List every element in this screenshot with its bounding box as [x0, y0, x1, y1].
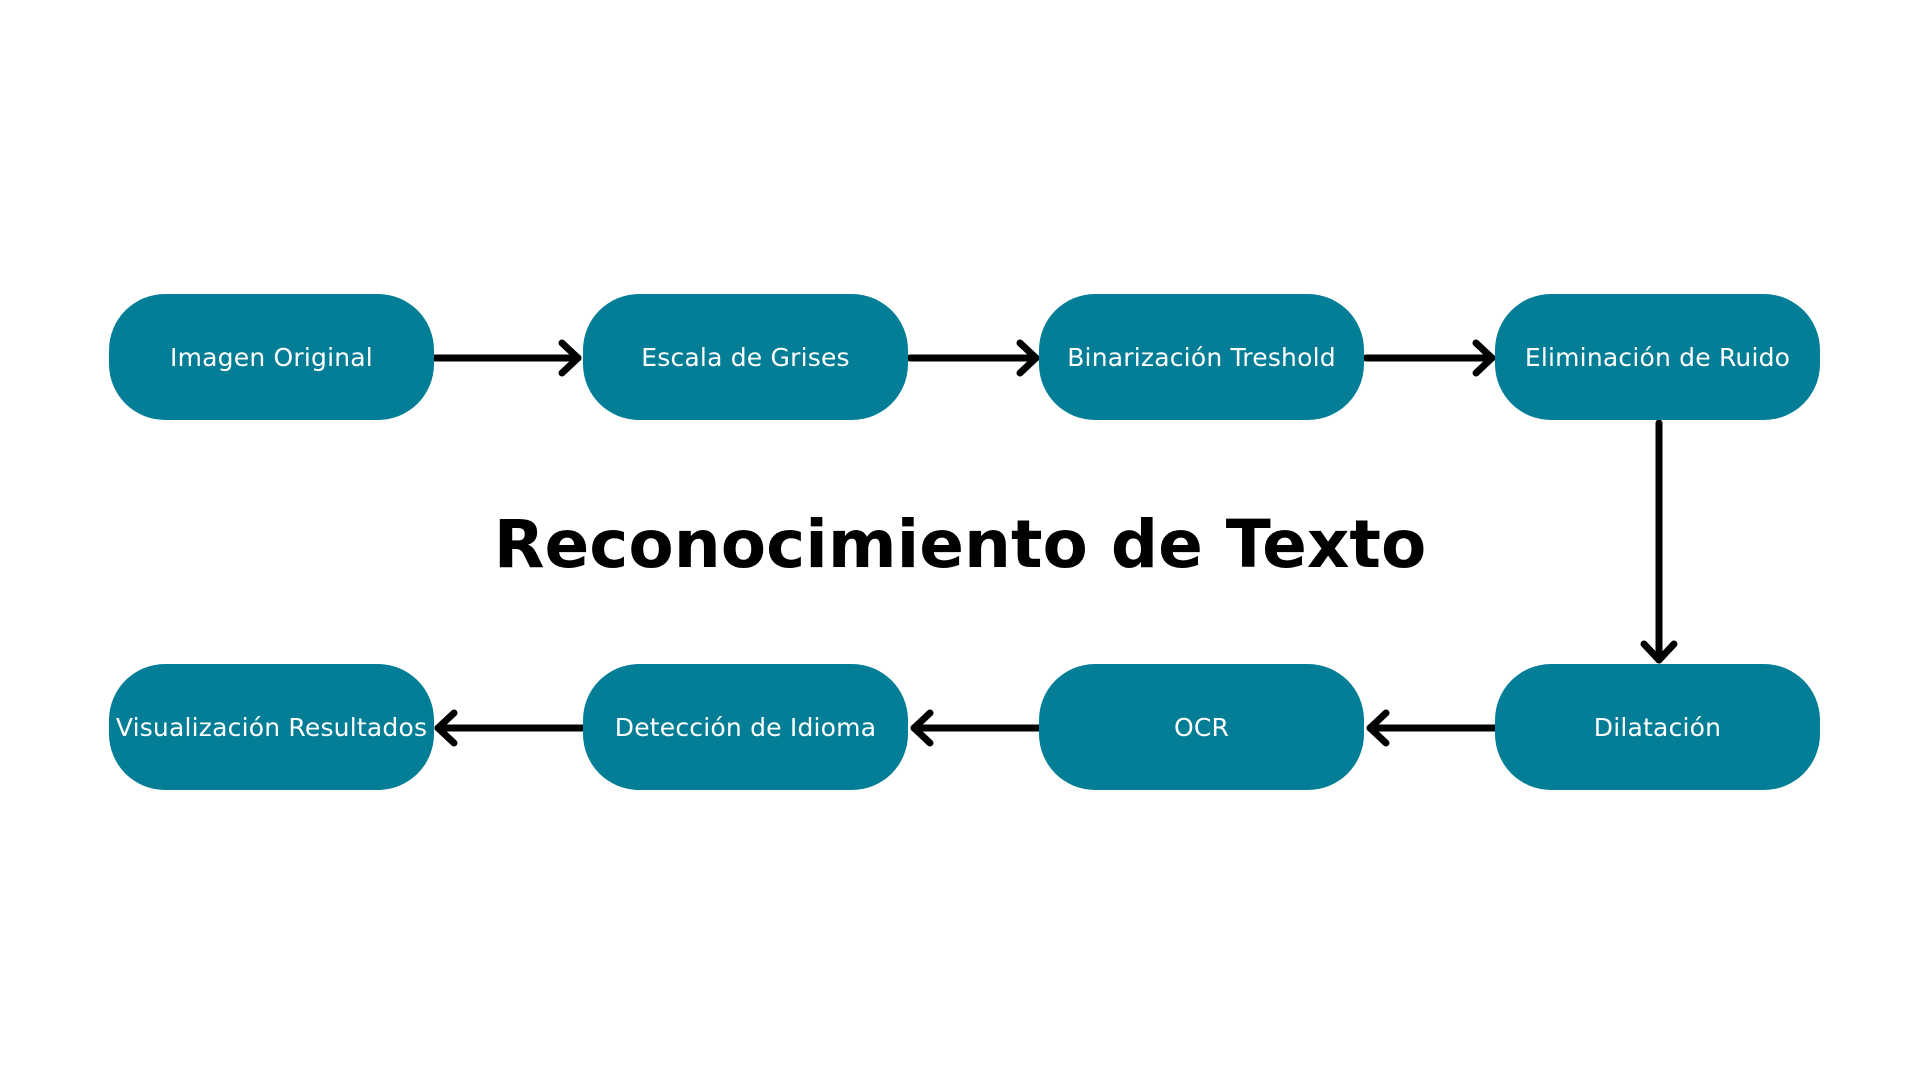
arrow-n2-n3	[906, 339, 1040, 377]
diagram-title: Reconocimiento de Texto	[493, 506, 1427, 583]
node-label: Detección de Idioma	[614, 712, 877, 742]
node-eliminacion-de-ruido: Eliminación de Ruido	[1495, 294, 1820, 420]
node-label: OCR	[1173, 712, 1230, 742]
node-ocr: OCR	[1039, 664, 1364, 790]
node-escala-de-grises: Escala de Grises	[583, 294, 908, 420]
node-deteccion-de-idioma: Detección de Idioma	[583, 664, 908, 790]
node-label: Escala de Grises	[641, 342, 850, 372]
node-dilatacion: Dilatación	[1495, 664, 1820, 790]
arrow-n6-n7	[910, 709, 1044, 747]
node-visualizacion-resultados: Visualización Resultados	[109, 664, 434, 790]
node-label: Imagen Original	[170, 342, 373, 372]
node-label: Visualización Resultados	[115, 712, 428, 742]
arrow-n7-n8	[434, 709, 586, 747]
arrow-n5-n6	[1366, 709, 1500, 747]
arrow-n3-n4	[1362, 339, 1496, 377]
node-label: Eliminación de Ruido	[1524, 342, 1791, 372]
node-imagen-original: Imagen Original	[109, 294, 434, 420]
arrow-n1-n2	[431, 339, 582, 377]
node-label: Binarización Treshold	[1067, 342, 1336, 372]
node-label: Dilatación	[1593, 712, 1722, 742]
node-binarizacion-treshold: Binarización Treshold	[1039, 294, 1364, 420]
